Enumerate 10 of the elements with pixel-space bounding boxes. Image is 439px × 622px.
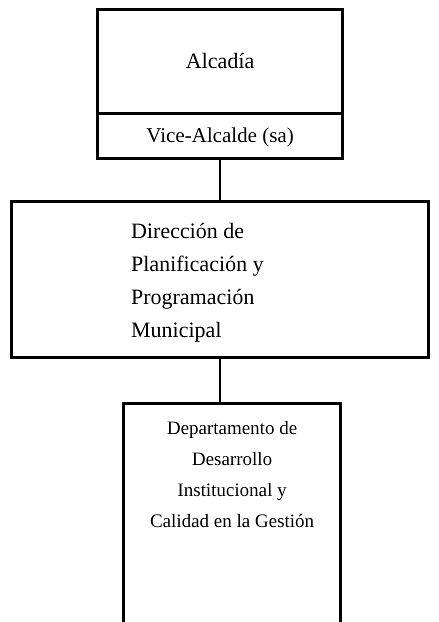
node-label: Vice-Alcalde (sa) — [145, 122, 295, 150]
node-label: Dirección de Planificación y Programación Municipal — [131, 216, 265, 344]
node-label: Alcadía — [184, 47, 256, 76]
org-box — [96, 8, 344, 115]
connector-line — [219, 160, 221, 200]
org-box — [122, 402, 342, 622]
org-box — [96, 112, 344, 160]
connector-line — [219, 359, 221, 402]
org-box — [10, 200, 430, 359]
node-label: Departamento de Desarrollo Institucional y Calidad en la Gestión — [148, 417, 316, 534]
